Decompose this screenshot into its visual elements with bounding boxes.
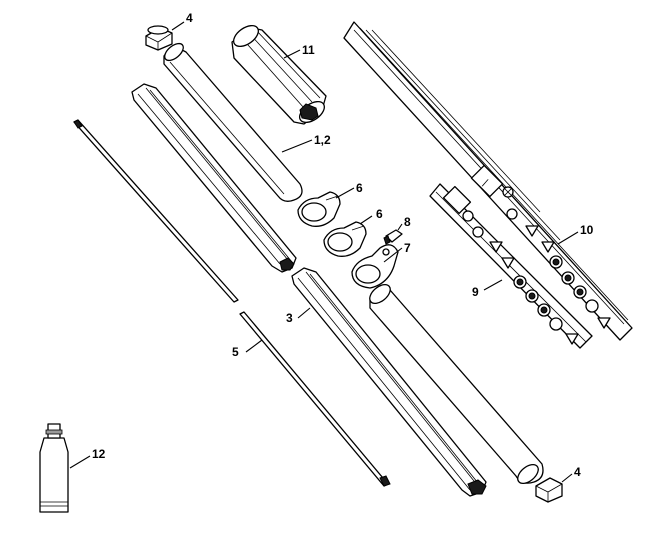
no-bystanders-icon [489, 241, 503, 253]
drive-shaft [73, 119, 391, 487]
clamp-upper [297, 191, 341, 227]
decal-short [429, 183, 593, 349]
label-part-10: 10 [580, 223, 594, 237]
label-part-3: 3 [286, 311, 293, 325]
label-part-4-bottom: 4 [574, 465, 581, 479]
label-part-7: 7 [404, 241, 411, 255]
boot-icon [472, 226, 484, 238]
ear-protection-icon [506, 208, 518, 220]
decal-long-icons: ⟋ [470, 164, 611, 329]
end-cap-bottom [535, 477, 563, 503]
label-part-11: 11 [302, 43, 315, 57]
label-part-8: 8 [404, 215, 411, 229]
end-cap-top [145, 25, 173, 51]
grip-sleeve [231, 24, 327, 125]
label-part-5: 5 [232, 345, 239, 359]
lower-shaft-housing [291, 267, 487, 497]
clamp-lower [323, 221, 367, 257]
screw [383, 229, 403, 245]
spinning-line-icon: ⟋ [481, 178, 489, 188]
handle-bracket [351, 244, 399, 289]
label-part-1-2: 1,2 [314, 133, 331, 147]
label-part-12: 12 [92, 447, 106, 461]
grease-tube [39, 423, 69, 513]
label-part-6-b: 6 [376, 207, 383, 221]
lower-tube [369, 283, 544, 485]
upper-tube [163, 42, 303, 202]
warning-triangle-icon [525, 225, 539, 237]
decal-long: ⟋ [343, 21, 633, 341]
decal-short-icons [442, 185, 579, 345]
upper-shaft-housing [131, 83, 297, 273]
glove-icon [462, 210, 474, 222]
label-part-4-top: 4 [186, 11, 193, 25]
label-part-6-a: 6 [356, 181, 363, 195]
label-part-9: 9 [472, 285, 479, 299]
